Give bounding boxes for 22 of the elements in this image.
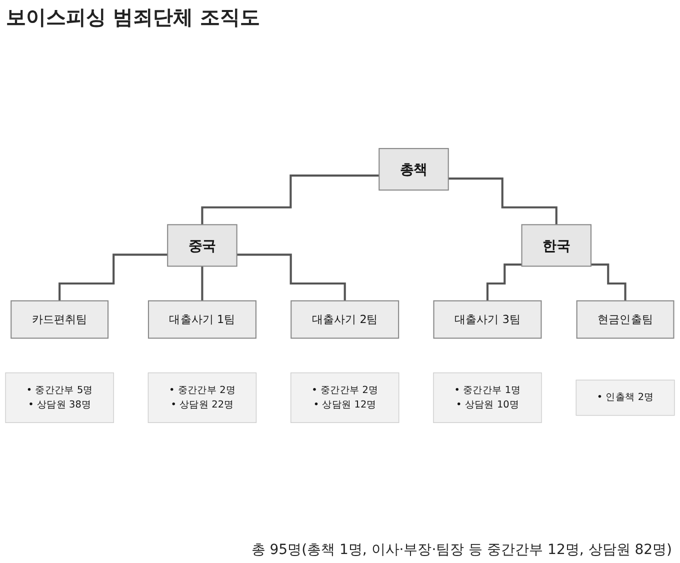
connector [486, 264, 522, 302]
diagram-title: 보이스피싱 범죄단체 조직도 [5, 4, 261, 31]
node-box: 대출사기 3팀 [433, 300, 542, 340]
connector [591, 264, 626, 302]
node-box: 대출사기 2팀 [290, 300, 400, 340]
connector [201, 266, 204, 302]
caption: 총 95명(총책 1명, 이사·부장·팀장 등 중간간부 12명, 상담원 82명) [250, 541, 673, 560]
connector [58, 254, 168, 302]
node-box: 카드편취팀 [10, 300, 109, 340]
node-box: • 중간간부 2명 • 상담원 12명 [290, 372, 400, 424]
connector [201, 174, 380, 226]
node-box: • 인출책 2명 [576, 380, 675, 416]
node-box: 중국 [167, 224, 238, 268]
node-box: • 중간간부 1명 • 상담원 10명 [433, 372, 542, 424]
node-box: 현금인출팀 [576, 300, 674, 340]
node-box: 총책 [378, 148, 449, 191]
connector [448, 178, 558, 226]
node-box: • 중간간부 2명 • 상담원 22명 [148, 372, 257, 424]
connector [236, 254, 346, 302]
node-box: • 중간간부 5명 • 상담원 38명 [5, 372, 114, 424]
node-box: 한국 [521, 224, 592, 268]
node-box: 대출사기 1팀 [148, 300, 256, 340]
